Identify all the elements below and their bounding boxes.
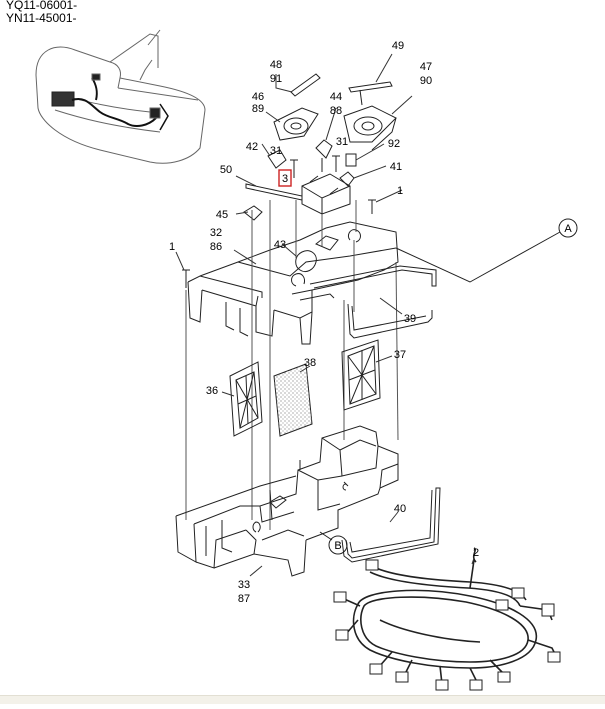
callout-37[interactable]: 37 [394, 349, 406, 361]
bracket-48-91 [290, 73, 321, 97]
callout-43[interactable]: 43 [274, 239, 286, 251]
callout-40[interactable]: 40 [394, 503, 406, 515]
reference-label-A[interactable]: A [564, 223, 572, 235]
callout-33[interactable]: 33 [238, 579, 250, 591]
callout-45[interactable]: 45 [216, 209, 228, 221]
callout-46[interactable]: 46 [252, 91, 264, 103]
callout-50[interactable]: 50 [220, 164, 232, 176]
callout-leaders [175, 53, 475, 577]
lower-duct-housing [175, 425, 399, 577]
callout-48[interactable]: 48 [270, 59, 282, 71]
grille-36 [229, 361, 263, 437]
fastener-31 [290, 155, 340, 178]
callout-44[interactable]: 44 [330, 91, 342, 103]
callout-41[interactable]: 41 [390, 161, 402, 173]
seal-39 [299, 265, 437, 339]
callout-89[interactable]: 89 [252, 103, 264, 115]
callout-49[interactable]: 49 [392, 40, 404, 52]
callout-31-upper[interactable]: 31 [336, 136, 348, 148]
callout-31-lower[interactable]: 31 [270, 145, 282, 157]
rail-50 [245, 183, 303, 201]
bolt-1-right [368, 199, 376, 214]
callout-42[interactable]: 42 [246, 141, 258, 153]
callout-92[interactable]: 92 [388, 138, 400, 150]
seal-40 [341, 487, 441, 563]
callout-32[interactable]: 32 [210, 227, 222, 239]
reference-circle-A [558, 218, 578, 238]
reference-B-leader [319, 531, 333, 541]
selected-part-highlight [278, 169, 292, 187]
callout-87[interactable]: 87 [238, 593, 250, 605]
callout-38[interactable]: 38 [304, 357, 316, 369]
reference-A-leader [395, 231, 561, 283]
switch-44-88 [315, 139, 333, 172]
serial-range-1: YQ11-06001- [6, 0, 78, 12]
footer-bar [0, 695, 605, 704]
callout-47[interactable]: 47 [420, 61, 432, 73]
cover-92 [345, 153, 357, 167]
callout-91[interactable]: 91 [270, 73, 282, 85]
actuator-42 [267, 149, 287, 169]
speaker-housing-46-89 [273, 107, 319, 141]
callout-36[interactable]: 36 [206, 385, 218, 397]
callout-1-right[interactable]: 1 [397, 185, 403, 197]
callout-2[interactable]: 2 [473, 547, 479, 559]
filter-38 [273, 363, 313, 437]
callout-3[interactable]: 3 [282, 173, 288, 185]
reference-label-B[interactable]: B [334, 540, 341, 552]
bracket-49 [348, 81, 393, 106]
callout-1-left[interactable]: 1 [169, 241, 175, 253]
knob-45 [243, 205, 263, 221]
speaker-housing-47-90 [343, 105, 397, 151]
grille-37 [341, 339, 381, 411]
control-block [301, 173, 351, 215]
bolt-1-left [182, 269, 190, 288]
reference-circle-B [328, 535, 348, 555]
callout-86[interactable]: 86 [210, 241, 222, 253]
callout-88[interactable]: 88 [330, 105, 342, 117]
callout-90[interactable]: 90 [420, 75, 432, 87]
upper-frame [187, 221, 399, 345]
serial-range-2: YN11-45001- [6, 11, 77, 25]
callout-39[interactable]: 39 [404, 313, 416, 325]
seat-location-thumbnail [35, 29, 206, 164]
harness-connectors [333, 559, 561, 691]
